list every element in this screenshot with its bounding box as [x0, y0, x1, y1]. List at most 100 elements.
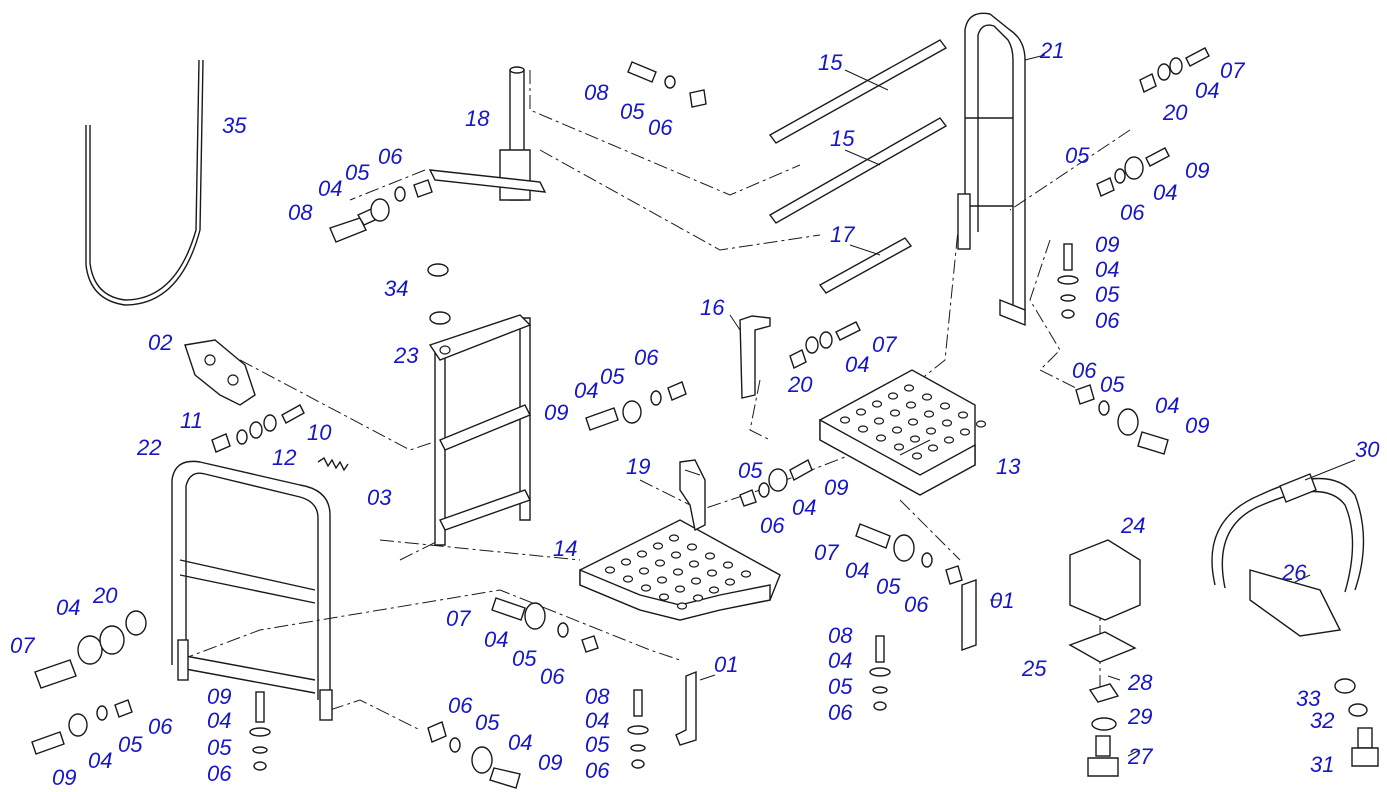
perforation-hole: [903, 384, 915, 392]
perforation-hole: [923, 410, 935, 418]
label-04-bottom-center: 04: [508, 730, 532, 755]
perforation-hole: [889, 409, 901, 417]
label-04-bottom-left2: 04: [88, 748, 112, 773]
label-06-bottom-mid: 06: [585, 758, 610, 783]
perforation-hole: [704, 552, 716, 560]
part-23-ladder: [428, 314, 532, 546]
label-06-top-left: 06: [378, 144, 403, 169]
label-06-mid: 06: [760, 513, 785, 538]
label-04-mid: 04: [792, 495, 816, 520]
label-04-right-vert2: 04: [828, 648, 852, 673]
bolt-set-left-09: [31, 691, 271, 771]
label-08-top: 08: [584, 80, 609, 105]
perforation-hole: [604, 566, 616, 574]
label-09-right-mid: 09: [1185, 413, 1209, 438]
part-27-29-fasteners: [1087, 683, 1120, 777]
label-06-right-mid: 06: [1072, 358, 1097, 383]
perforation-hole: [656, 576, 668, 584]
part-16-bracket: [739, 315, 771, 399]
label-29: 29: [1127, 704, 1152, 729]
label-19: 19: [626, 454, 650, 479]
label-07-top-right: 07: [1220, 58, 1245, 83]
label-13: 13: [996, 454, 1021, 479]
label-06-right-vert2: 06: [828, 700, 853, 725]
label-09-mid: 09: [824, 475, 848, 500]
perforation-hole: [891, 426, 903, 434]
label-15-top: 15: [818, 50, 843, 75]
label-06-lower-mid: 06: [540, 664, 565, 689]
perforation-hole: [692, 594, 704, 602]
label-04-right-vert: 04: [1095, 257, 1119, 282]
perforation-hole: [875, 434, 887, 442]
perforation-hole: [911, 452, 923, 460]
label-05-left: 05: [118, 732, 143, 757]
perforation-hole: [927, 444, 939, 452]
part-31-33-fasteners: [1334, 678, 1379, 767]
perforation-hole: [688, 560, 700, 568]
part-21-right-frame: [957, 12, 1026, 327]
part-18-post-bracket: [428, 66, 547, 201]
label-33: 33: [1296, 686, 1321, 711]
label-25: 25: [1021, 656, 1047, 681]
part-30-strap: [1211, 473, 1365, 637]
label-10: 10: [307, 420, 332, 445]
label-23: 23: [393, 343, 419, 368]
label-04-bottom-left: 04: [207, 708, 231, 733]
label-05-right-vert2: 05: [828, 674, 853, 699]
perforation-hole: [622, 575, 634, 583]
perforation-hole: [654, 559, 666, 567]
label-05-bottom-left: 05: [207, 735, 232, 760]
label-05-lower-mid: 05: [512, 646, 537, 671]
perforation-hole: [907, 418, 919, 426]
perforation-hole: [620, 558, 632, 566]
label-05-mid: 05: [738, 458, 763, 483]
part-24-25-cover: [1068, 539, 1141, 663]
label-05-top: 05: [620, 99, 645, 124]
label-09-upper-center: 09: [544, 400, 568, 425]
label-30: 30: [1355, 437, 1380, 462]
part-34-clamps: [427, 263, 451, 325]
label-05-top-left: 05: [345, 160, 370, 185]
label-06-bottom-center: 06: [448, 693, 473, 718]
part-14-holes: [604, 534, 752, 610]
perforation-hole: [925, 427, 937, 435]
label-03: 03: [367, 485, 392, 510]
assembly-lines: [179, 70, 1131, 731]
label-06-bottom-left: 06: [207, 761, 232, 786]
label-07-left: 07: [10, 633, 35, 658]
label-04-right-mid: 04: [1155, 393, 1179, 418]
label-07-lower-mid: 07: [446, 606, 471, 631]
bolt-set-top-left: [329, 179, 433, 243]
bolt-set-right-09: [1075, 384, 1169, 455]
label-05-right: 05: [1065, 143, 1090, 168]
label-11: 11: [180, 408, 203, 433]
label-05-right-vert: 05: [1095, 282, 1120, 307]
label-05-right-low: 05: [876, 574, 901, 599]
perforation-hole: [839, 416, 851, 424]
label-09-left: 09: [52, 765, 76, 790]
label-22: 22: [136, 435, 161, 460]
label-09-right: 09: [1185, 158, 1209, 183]
label-09-bottom-left: 09: [207, 684, 231, 709]
perforation-hole: [939, 402, 951, 410]
label-17: 17: [830, 222, 855, 247]
bolt-set-mid-07: [491, 597, 649, 769]
label-04-top-right: 04: [1195, 78, 1219, 103]
label-04-right: 04: [1153, 180, 1177, 205]
label-20-left: 20: [92, 583, 118, 608]
label-31: 31: [1310, 752, 1334, 777]
perforation-hole: [871, 400, 883, 408]
perforation-hole: [708, 586, 720, 594]
label-06-top: 06: [648, 115, 673, 140]
perforation-hole: [941, 419, 953, 427]
perforation-hole: [668, 534, 680, 542]
perforation-hole: [672, 568, 684, 576]
label-20-center: 20: [787, 372, 813, 397]
label-05-upper-center: 05: [600, 364, 625, 389]
part-22-left-frame: [171, 460, 333, 721]
perforation-hole: [670, 551, 682, 559]
perforation-hole: [887, 392, 899, 400]
label-01-right: 01: [990, 588, 1014, 613]
label-24: 24: [1120, 513, 1145, 538]
